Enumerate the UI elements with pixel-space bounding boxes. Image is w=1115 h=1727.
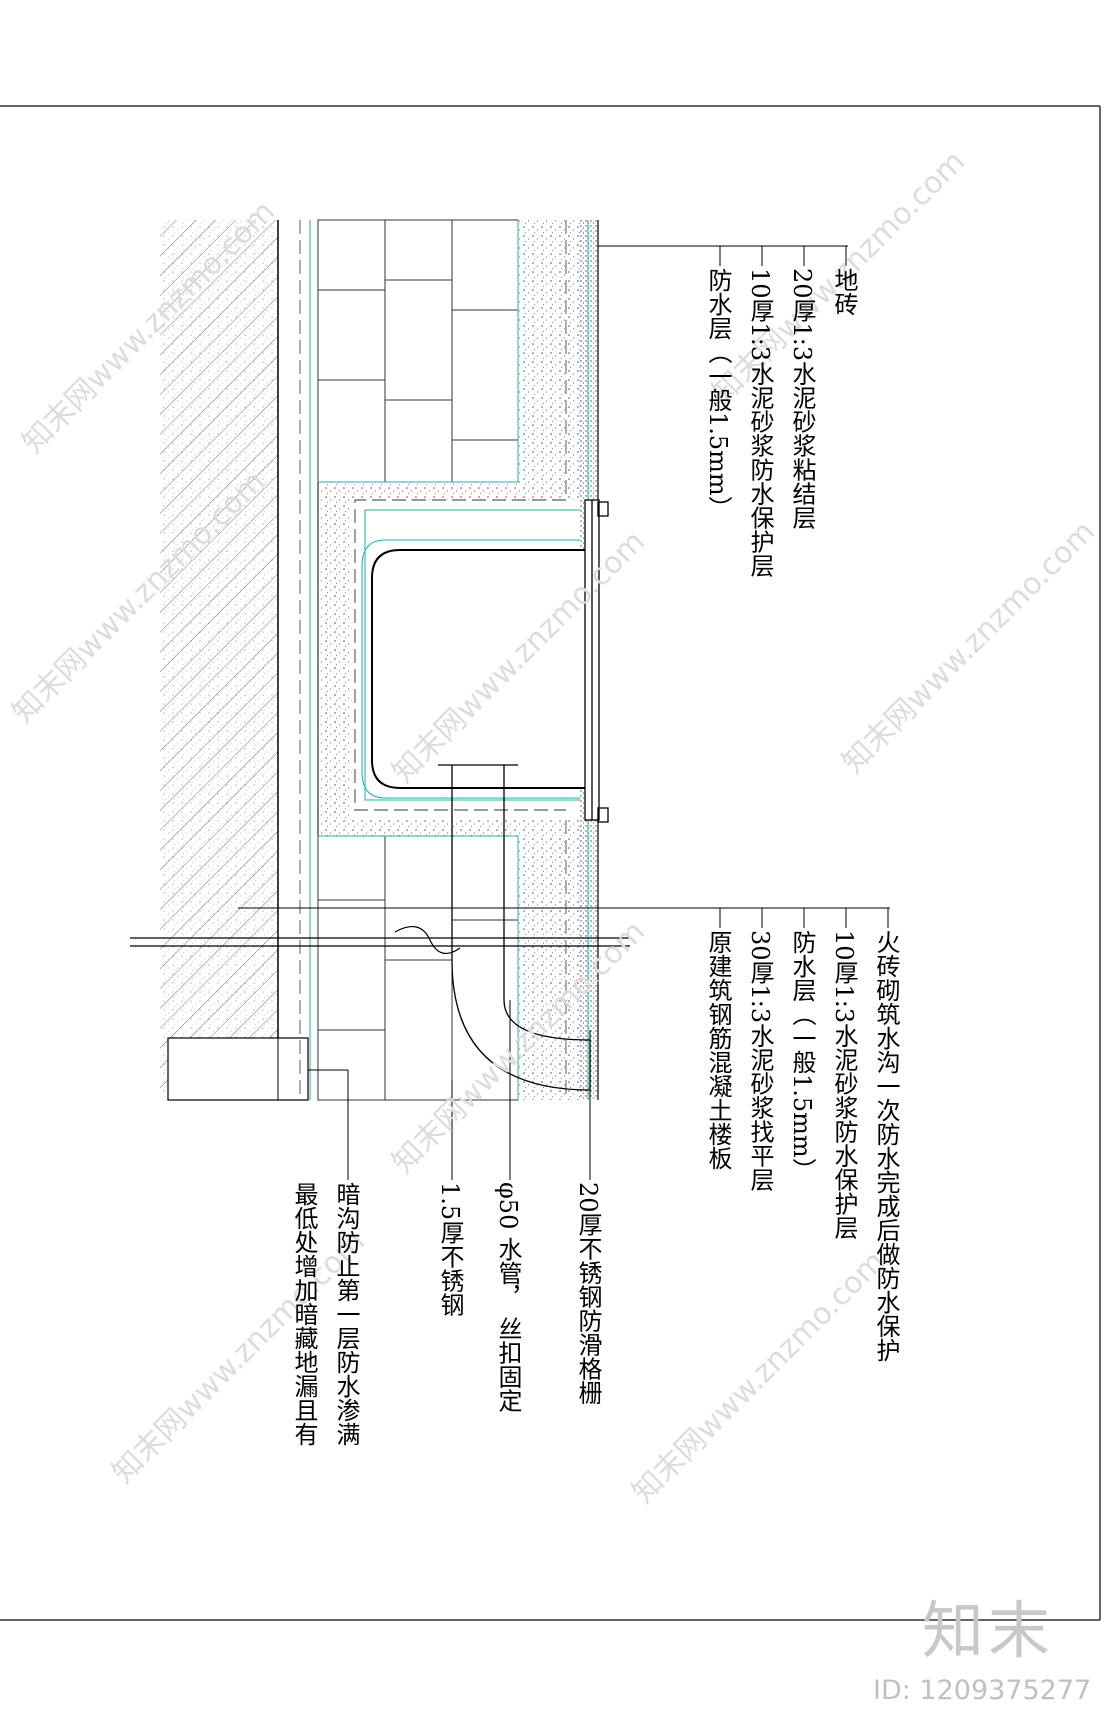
- label-drain-note-2: 最低处增加暗藏地漏且有: [290, 1182, 318, 1446]
- label-drain-note-1: 暗沟防止第一层防水渗满: [332, 1182, 360, 1446]
- leveling-layer-band: [277, 220, 319, 1100]
- label-steel-sheet: 1.5厚不锈钢: [436, 1182, 464, 1317]
- label-rc-slab: 原建筑钢筋混凝土楼板: [704, 930, 732, 1170]
- leaders-upper: [598, 245, 848, 266]
- label-waterproof-protect-2: 10厚1:3水泥砂浆防水保护层: [830, 930, 858, 1240]
- label-grating: 20厚不锈钢防滑格栅: [574, 1182, 602, 1405]
- label-water-pipe: φ50 水管， 丝扣固定: [494, 1182, 522, 1413]
- drain-pipe: [438, 764, 591, 1091]
- label-waterproof-protect: 10厚1:3水泥砂浆防水保护层: [746, 268, 774, 578]
- brand-logo: 知末: [922, 1594, 1055, 1667]
- leaders-lower: [238, 907, 890, 1180]
- sheet-frame: [0, 105, 1101, 1621]
- label-waterproof-layer-2: 防水层（一般1.5mm）: [788, 930, 816, 1182]
- label-floor-tile: 地砖: [830, 268, 858, 316]
- drain-channel: [361, 539, 592, 799]
- break-line: [130, 925, 630, 955]
- label-bonding-layer: 20厚1:3水泥砂浆粘结层: [788, 268, 816, 530]
- brand-id: ID: 1209375277: [873, 1675, 1092, 1706]
- label-brick-channel-note: 火砖砌筑水沟一次防水完成后做防水保护: [872, 930, 900, 1362]
- concrete-slab: [160, 220, 309, 1101]
- label-leveling-layer: 30厚1:3水泥砂浆找平层: [746, 930, 774, 1192]
- steel-grating: [584, 499, 609, 823]
- tile-block-upper: [317, 219, 519, 483]
- label-waterproof-layer: 防水层（一般1.5mm）: [704, 268, 732, 520]
